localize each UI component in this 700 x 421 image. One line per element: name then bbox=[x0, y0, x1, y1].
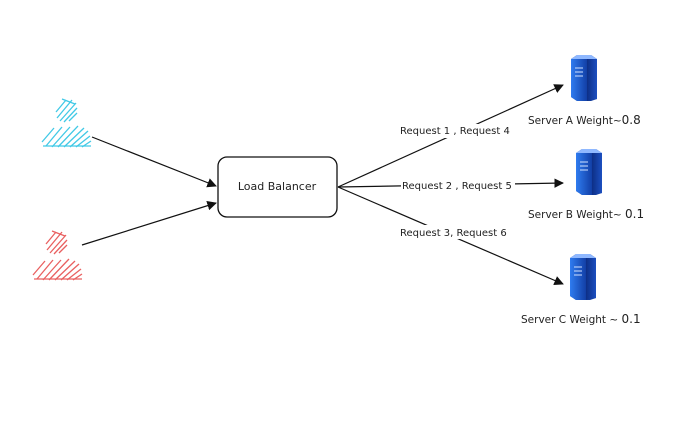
load-balancer-label: Load Balancer bbox=[238, 180, 317, 193]
server-c-label: Server C Weight ~ 0.1 bbox=[521, 312, 641, 326]
request-label-2: Request 2 , Request 5 bbox=[402, 181, 512, 192]
server-b-icon[interactable] bbox=[576, 149, 602, 195]
server-a-label: Server A Weight~0.8 bbox=[528, 113, 641, 127]
load-balancer-node[interactable]: Load Balancer bbox=[217, 156, 338, 218]
request-label-1: Request 1 , Request 4 bbox=[400, 126, 510, 137]
request-label-3: Request 3, Request 6 bbox=[400, 228, 507, 239]
server-b-label: Server B Weight~ 0.1 bbox=[528, 207, 644, 221]
server-a-icon[interactable] bbox=[571, 55, 597, 101]
edge-client1-to-lb bbox=[91, 136, 217, 188]
edge-client2-to-lb bbox=[81, 201, 217, 246]
client-user-icon-red bbox=[32, 230, 83, 281]
server-c-icon[interactable] bbox=[570, 254, 596, 300]
client-user-icon-blue bbox=[41, 98, 92, 148]
